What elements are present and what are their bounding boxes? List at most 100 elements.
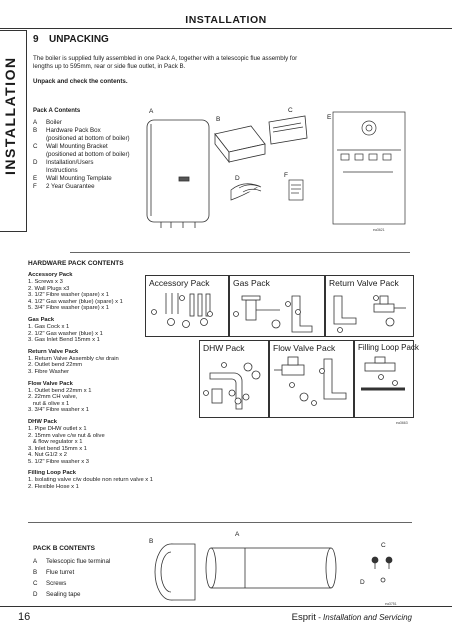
pack-a-item-key: A — [33, 119, 38, 126]
flow-valve-pack-box: Flow Valve Pack — [269, 340, 354, 418]
lower-rule — [28, 522, 412, 523]
hardware-group-line: & flow regulator x 1 — [28, 439, 83, 446]
fig1-label-a: A — [149, 108, 154, 115]
side-tab-box — [0, 30, 27, 232]
hardware-group-line: 1. Screws x 3 — [28, 279, 63, 285]
mid-rule — [70, 252, 410, 253]
return-valve-pack-title: Return Valve Pack — [329, 278, 399, 288]
flow-valve-pack-drawing — [274, 356, 347, 406]
hardware-group-line: 2. 22mm CH valve, — [28, 394, 78, 401]
hardware-group-line: 1. Isolating valve c/w double non return… — [28, 477, 154, 484]
fig1-label-d: D — [235, 175, 240, 182]
pack-b-item-text: Sealing tape — [46, 591, 81, 598]
pack-a-heading: Pack A Contents — [33, 108, 81, 114]
fig3-label-a: A — [235, 531, 240, 538]
filling-loop-pack-title: Filling Loop Pack — [358, 343, 419, 352]
gas-pack-box: Gas Pack — [229, 275, 325, 337]
pack-a-item-key: C — [33, 143, 38, 150]
pack-a-figure: A B C D E F ea3621 — [143, 102, 410, 242]
section-number: 9 — [33, 34, 39, 45]
hardware-group-title: Accessory Pack — [28, 272, 73, 278]
page-header-title: INSTALLATION — [185, 14, 267, 26]
hardware-group-line: 2. 15mm valve c/w nut & olive — [28, 432, 105, 439]
pack-a-item-key: D — [33, 159, 38, 166]
unpack-instruction: Unpack and check the contents. — [33, 78, 128, 85]
dhw-pack-drawing — [203, 362, 261, 410]
pack-a-item-text: Boiler — [46, 119, 62, 126]
hardware-group-title: Return Valve Pack — [28, 348, 79, 355]
pack-b-item-text: Flue turret — [46, 569, 75, 576]
hardware-group-line: 2. Outlet bend 22mm — [28, 362, 83, 369]
flue-turret-drawing — [154, 543, 196, 601]
section-intro: The boiler is supplied fully assembled i… — [33, 55, 298, 70]
hardware-group-line: 5. 3/4" Fibre washer (spare) x 1 — [28, 305, 109, 312]
hardware-figure-ref: ea3663 — [396, 421, 408, 425]
hardware-heading: HARDWARE PACK CONTENTS — [28, 260, 124, 267]
hardware-group-line: 2. Wall Plugs x3 — [28, 285, 70, 292]
hardware-group-title: Gas Pack — [28, 316, 55, 323]
pack-b-item: B Flue turret — [33, 567, 148, 578]
fig1-label-e: E — [327, 114, 332, 121]
fig3-label-c: C — [381, 542, 386, 549]
pack-a-item-key: B — [33, 127, 38, 134]
hardware-group-line: 3. Fibre Washer — [28, 368, 70, 375]
pack-b-item-key: B — [33, 569, 38, 576]
hardware-group-line: 4. Nut G1/2 x 2 — [28, 452, 67, 459]
accessory-pack-drawing — [151, 293, 213, 328]
hardware-group-line: 2. Flexible Hose x 1 — [28, 484, 79, 491]
pack-a-item-key — [33, 135, 46, 143]
footer-rule — [0, 606, 452, 607]
pack-a-item-key — [33, 167, 46, 175]
hardware-group-line: 4. 1/2" Gas washer (blue) (spare) x 1 — [28, 298, 123, 305]
filling-loop-pack-drawing — [361, 356, 405, 391]
template-drawing — [332, 111, 406, 225]
pack-a-item: B Hardware Pack Box — [33, 127, 143, 135]
fig1-label-f: F — [284, 172, 288, 179]
hardware-group-line: 2. 1/2" Gas washer (blue) x 1 — [28, 330, 103, 337]
pack-a-item: E Wall Mounting Template — [33, 175, 143, 183]
pack-a-item-text: Hardware Pack Box — [46, 127, 101, 134]
fig1-label-b: B — [216, 116, 221, 123]
pack-a-item-text: Wall Mounting Template — [46, 175, 112, 182]
hardware-group-title: Flow Valve Pack — [28, 380, 73, 387]
hardware-group-line: 1. Return Valve Assembly c/w drain — [28, 355, 119, 362]
gas-pack-title: Gas Pack — [233, 278, 270, 288]
pack-b-item-key: A — [33, 558, 38, 565]
telescopic-flue-drawing — [205, 547, 337, 589]
pack-a-item-text: Wall Mounting Bracket — [46, 143, 108, 150]
pack-a-item: A Boiler — [33, 119, 143, 127]
pack-a-item-key: E — [33, 175, 38, 182]
pack-b-item-key: C — [33, 580, 38, 587]
fig3-label-b: B — [149, 538, 154, 545]
fig3-ref: ea3751 — [385, 602, 397, 606]
pack-a-item-key — [33, 151, 46, 159]
return-valve-pack-box: Return Valve Pack — [325, 275, 414, 337]
accessory-pack-title: Accessory Pack — [149, 278, 210, 288]
booklets-drawing — [230, 183, 262, 201]
pack-a-item: C Wall Mounting Bracket — [33, 143, 143, 151]
fig3-label-d: D — [360, 579, 365, 586]
hardware-group-line: 3. 1/2" Fibre washer (spare) x 1 — [28, 292, 109, 299]
footer-subtitle: - Installation and Servicing — [315, 613, 412, 622]
hardware-group-line: 1. Pipe DHW outlet x 1 — [28, 425, 87, 432]
side-tab-label: INSTALLATION — [2, 56, 18, 175]
header-rule — [0, 28, 452, 29]
screws-drawing — [371, 556, 393, 569]
hardware-group-line: 1. Gas Cock x 1 — [28, 323, 70, 330]
pack-a-item: Instructions — [33, 167, 143, 175]
pack-a-item-text: (positioned at bottom of boiler) — [46, 151, 130, 158]
